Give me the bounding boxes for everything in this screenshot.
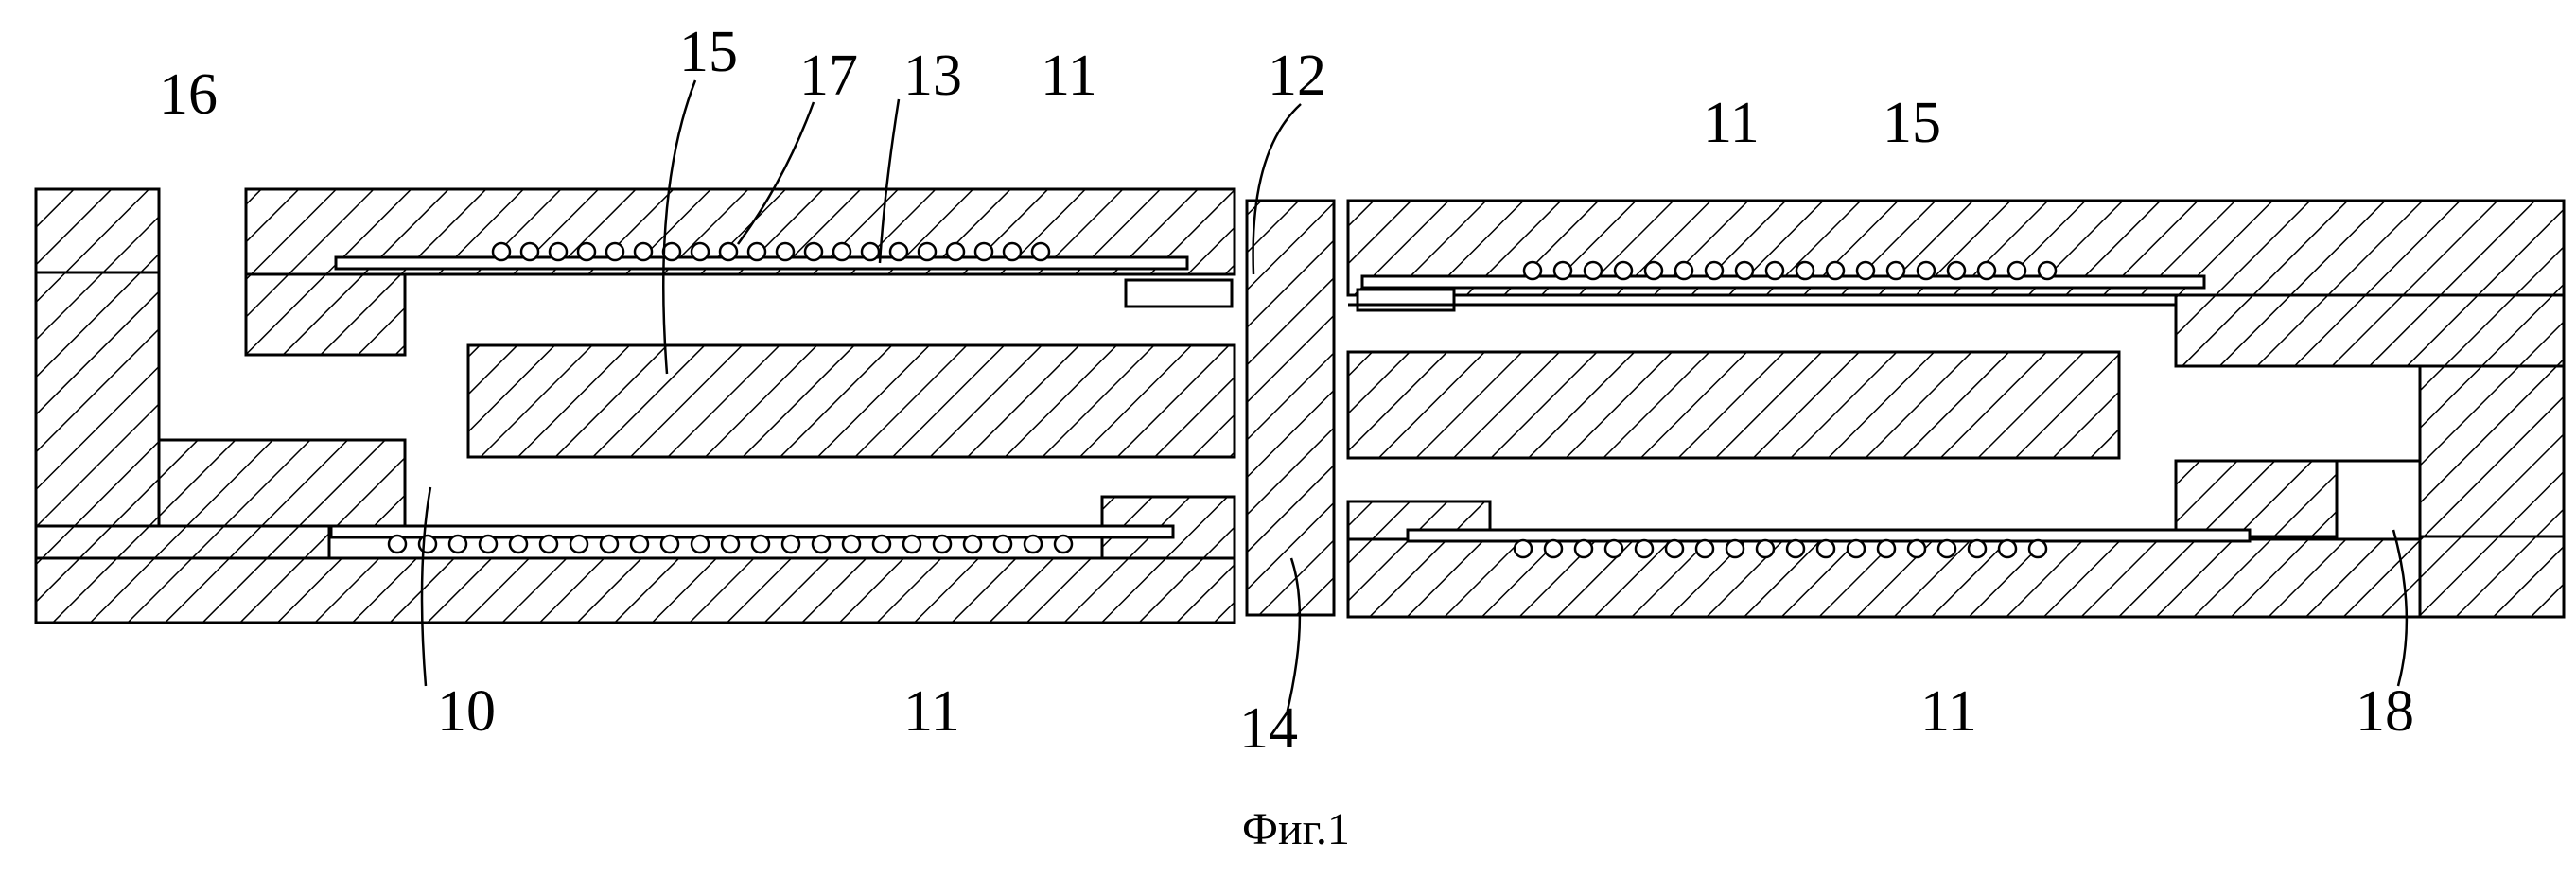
left-top-tab <box>1126 280 1232 307</box>
label-11-top-left: 11 <box>1041 44 1097 108</box>
label-11-top-right: 11 <box>1703 91 1760 155</box>
label-11-bottom-right: 11 <box>1920 679 1977 744</box>
label-17: 17 <box>799 44 858 108</box>
center-partition-14 <box>1247 201 1334 615</box>
left-bottom-coil <box>389 536 1072 553</box>
label-14: 14 <box>1239 696 1298 761</box>
right-lower-step <box>2176 461 2337 536</box>
right-insert-15 <box>1348 352 2119 458</box>
label-15-right: 15 <box>1883 91 1941 155</box>
right-end-block <box>2420 366 2564 536</box>
left-bottom-shell <box>36 558 1235 623</box>
left-top-step <box>246 274 405 355</box>
left-lower-block <box>159 440 405 526</box>
left-insert-15 <box>468 345 1235 457</box>
label-13: 13 <box>903 44 962 108</box>
label-15-left: 15 <box>679 20 738 84</box>
figure-caption: Фиг.1 <box>1242 804 1350 854</box>
label-12: 12 <box>1268 44 1326 108</box>
label-11-bottom-left: 11 <box>903 679 960 744</box>
left-bottom-strip <box>36 526 329 558</box>
left-end-block <box>36 272 159 526</box>
right-end-upper <box>2176 295 2564 366</box>
left-top-cap-block <box>36 189 159 272</box>
label-18: 18 <box>2356 679 2414 744</box>
label-16: 16 <box>159 62 218 127</box>
right-bottom-end-cap <box>2420 536 2564 617</box>
right-channel-18 <box>2337 461 2420 536</box>
label-10: 10 <box>437 679 496 744</box>
right-top-plate <box>1362 276 2204 288</box>
right-top-tab <box>1358 290 1454 310</box>
left-cavity-outline <box>405 274 1235 355</box>
